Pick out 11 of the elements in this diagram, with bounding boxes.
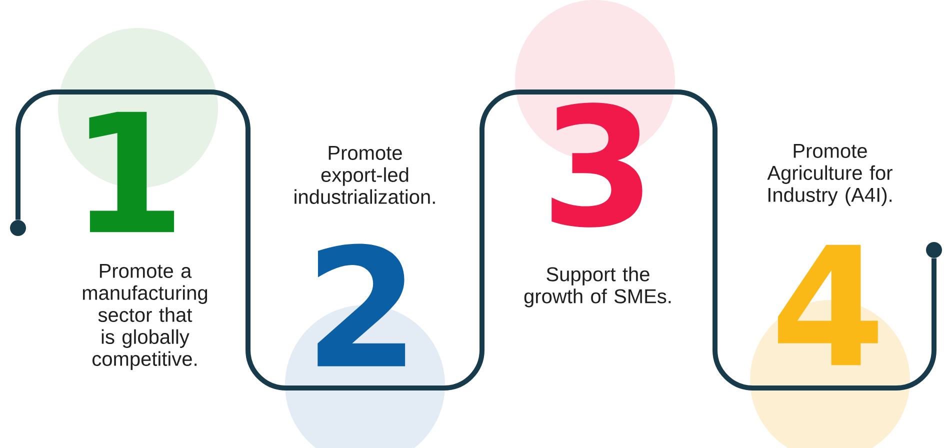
end-dot bbox=[926, 242, 942, 258]
step-text: Support the growth of SMEs. bbox=[524, 266, 671, 308]
step-number: 4 bbox=[778, 244, 878, 366]
step-number: 1 bbox=[89, 112, 174, 232]
step-text: Promote Agriculture for Industry (A4I). bbox=[767, 144, 892, 206]
end-dot bbox=[10, 220, 26, 236]
serpentine-line bbox=[16, 90, 936, 390]
step-number: 2 bbox=[318, 244, 406, 366]
step-number: 3 bbox=[552, 102, 642, 228]
step-text: Promote a manufacturing sector that is globally competitive. bbox=[82, 264, 208, 370]
step-text: Promote export-led industrialization. bbox=[294, 146, 435, 204]
